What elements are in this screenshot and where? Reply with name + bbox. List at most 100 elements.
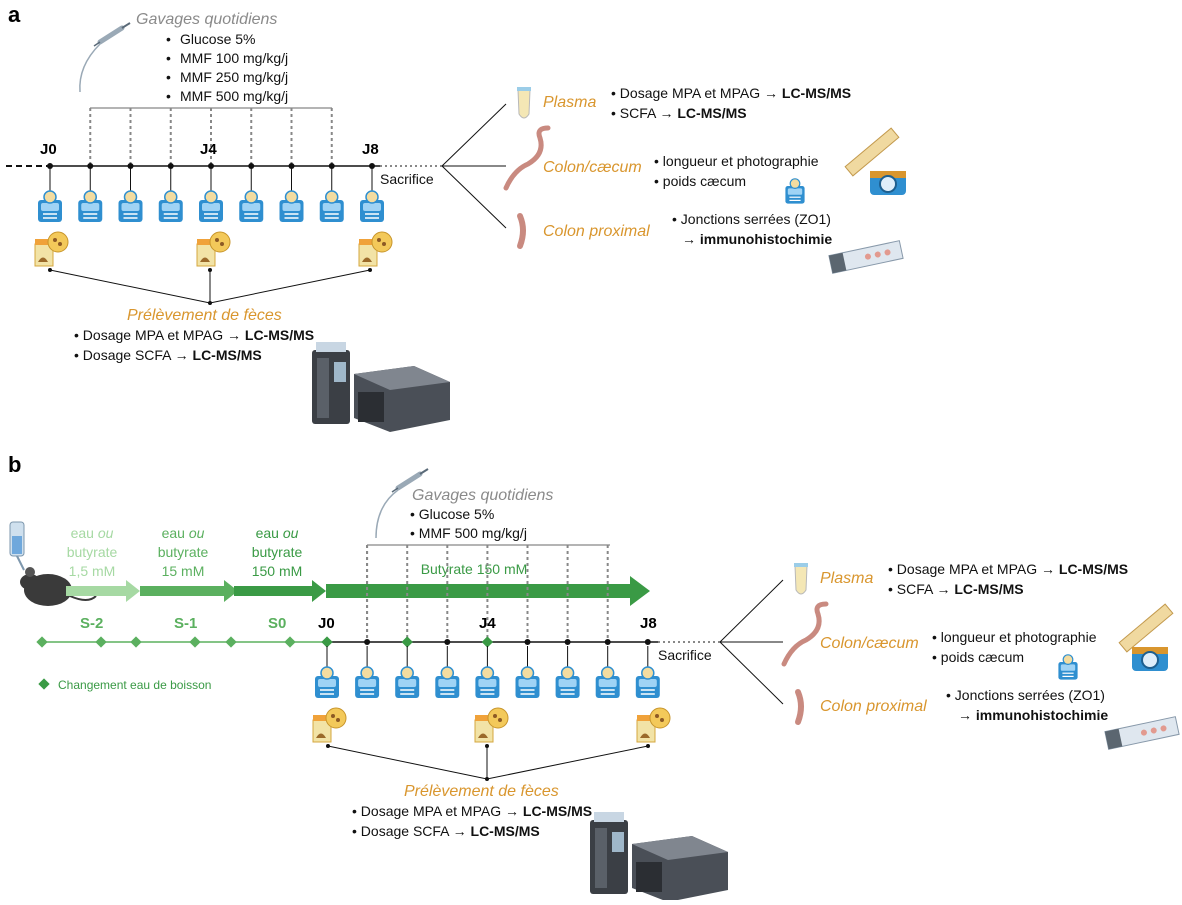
proximal-label: Colon proximal — [543, 223, 650, 240]
scale-icon — [278, 190, 305, 223]
plasma-item: • Dosage MPA et MPAG → LC-MS/MS — [888, 561, 1128, 577]
scale-icon — [784, 178, 806, 205]
colon-item: • poids cæcum — [654, 173, 746, 189]
gavage-item: • MMF 500 mg/kg/j — [410, 525, 527, 541]
legend-change-label: Changement eau de boisson — [58, 678, 211, 692]
colon-item: • poids cæcum — [932, 649, 1024, 665]
svg-text:•: • — [166, 31, 171, 47]
plasma-item: • SCFA → LC-MS/MS — [888, 581, 1024, 597]
week-label: S0 — [268, 615, 286, 632]
gavage-item: MMF 100 mg/kg/j — [180, 50, 288, 66]
feces-item: • Dosage MPA et MPAG → LC-MS/MS — [352, 803, 592, 819]
timeline-tick — [564, 639, 571, 645]
water-step-arrow-2 — [140, 580, 238, 602]
water-step-label: eau ou butyrate 15 mM — [158, 525, 209, 579]
svg-text:butyrate: butyrate — [252, 544, 303, 560]
timeline-tick — [364, 639, 371, 645]
mouse-icon — [20, 567, 97, 606]
colon-label: Colon/cæcum — [543, 159, 642, 176]
intestine-icon — [781, 601, 829, 667]
panel-a: a Gavages quotidiens • Glucose 5% • MMF … — [6, 2, 907, 432]
week-label: S-1 — [174, 615, 197, 632]
timeline-tick — [444, 639, 451, 645]
branch-proximal — [441, 165, 507, 229]
scale-icon — [514, 666, 541, 699]
feces-title: Prélèvement de fèces — [127, 307, 282, 324]
scale-icon — [474, 666, 501, 699]
gavage-list: • Glucose 5% • MMF 100 mg/kg/j • MMF 250… — [166, 31, 288, 104]
plasma-item: • Dosage MPA et MPAG → LC-MS/MS — [611, 85, 851, 101]
scale-icon — [198, 190, 224, 223]
gavage-title: Gavages quotidiens — [136, 11, 277, 28]
scale-icon — [554, 666, 581, 699]
gavage-title: Gavages quotidiens — [412, 487, 553, 504]
svg-text:eau ou: eau ou — [71, 525, 114, 541]
panel-b: b eau ou butyrate 1,5 mM eau ou butyrate… — [8, 452, 1180, 902]
gavage-item: MMF 250 mg/kg/j — [180, 69, 288, 85]
intestine-icon — [503, 125, 551, 191]
day-label-j4: J4 — [479, 615, 496, 632]
colon-item: • longueur et photographie — [932, 629, 1097, 645]
scale-icon — [1057, 654, 1079, 681]
legend-diamond — [38, 678, 50, 690]
proximal-item: • Jonctions serrées (ZO1) — [672, 211, 831, 227]
ruler-icon — [1118, 603, 1174, 653]
syringe-icon — [94, 23, 130, 46]
day-label-j0: J0 — [318, 615, 335, 632]
feces-sample-icon — [358, 231, 393, 267]
ruler-icon — [844, 127, 900, 177]
water-step-label: eau ou butyrate 150 mM — [252, 525, 303, 579]
water-change-marker — [481, 636, 494, 648]
svg-text:1,5 mM: 1,5 mM — [69, 563, 116, 579]
day-label-j0: J0 — [40, 141, 57, 158]
water-change-marker — [284, 636, 296, 648]
colon-label: Colon/cæcum — [820, 635, 919, 652]
sacrifice-label: Sacrifice — [658, 647, 712, 663]
lcms-instrument-icon — [312, 342, 450, 432]
svg-text:•: • — [166, 88, 171, 104]
timeline-tick — [604, 639, 611, 645]
camera-icon — [1131, 646, 1169, 672]
panel-letter-b: b — [8, 452, 21, 477]
scale-icon — [238, 190, 264, 223]
proximal-method: → immunohistochimie — [682, 231, 832, 247]
feces-connector — [327, 745, 649, 780]
scale-icon — [354, 666, 380, 699]
proximal-label: Colon proximal — [820, 698, 927, 715]
water-bottle-icon — [9, 521, 25, 571]
feces-sample-icon — [312, 707, 347, 743]
feces-title: Prélèvement de fèces — [404, 783, 559, 800]
proximal-method: → immunohistochimie — [958, 707, 1108, 723]
feces-sample-icon — [196, 231, 231, 267]
plasma-label: Plasma — [543, 94, 596, 111]
timeline-tick — [524, 639, 531, 645]
scale-row — [314, 666, 661, 699]
tube-icon — [793, 562, 809, 595]
svg-text:eau ou: eau ou — [256, 525, 299, 541]
water-change-marker — [36, 636, 48, 648]
lcms-instrument-icon — [590, 812, 728, 902]
water-change-marker — [95, 636, 107, 648]
timeline-tick — [644, 639, 651, 645]
scale-icon — [319, 190, 345, 223]
scale-icon — [117, 190, 144, 223]
feces-sample-icon — [474, 707, 509, 743]
water-step-arrow-1 — [66, 580, 140, 602]
butyrate-arrow — [326, 576, 650, 606]
scale-icon — [37, 190, 63, 223]
water-change-marker — [321, 636, 333, 648]
branch-proximal — [719, 641, 784, 705]
svg-text:butyrate: butyrate — [67, 544, 118, 560]
feces-sample-icon — [34, 231, 69, 267]
panel-letter-a: a — [8, 2, 21, 27]
branch-plasma — [441, 103, 507, 167]
plasma-label: Plasma — [820, 570, 873, 587]
scale-icon — [394, 666, 420, 699]
gavage-item: Glucose 5% — [180, 31, 255, 47]
feces-item: • Dosage SCFA → LC-MS/MS — [352, 823, 540, 839]
butyrate-main-label: Butyrate 150 mM — [421, 561, 528, 577]
gavage-item: MMF 500 mg/kg/j — [180, 88, 288, 104]
syringe-tube — [79, 43, 101, 93]
scale-icon — [434, 666, 461, 699]
scale-icon — [158, 190, 184, 223]
